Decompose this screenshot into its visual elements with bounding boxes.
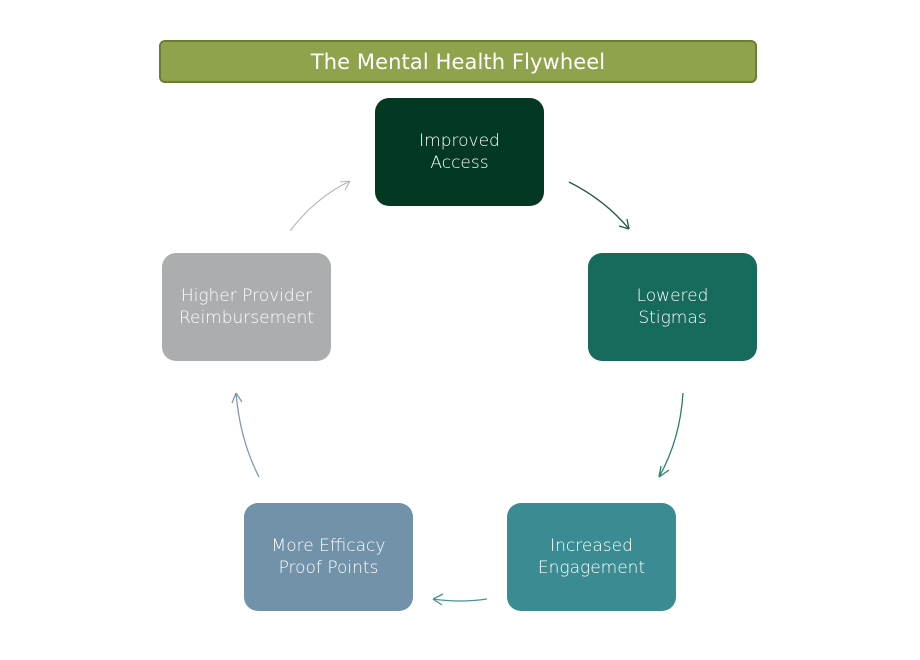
arrow-reimbursement-to-access xyxy=(289,180,351,232)
node-higher-provider-reimbursement: Higher Provider Reimbursement xyxy=(162,253,331,361)
node-label: Improved Access xyxy=(419,131,500,173)
arrow-access-to-stigmas xyxy=(568,181,630,230)
node-increased-engagement: Increased Engagement xyxy=(507,503,676,611)
arrow-engagement-to-efficacy xyxy=(432,593,488,606)
diagram-title: The Mental Health Flywheel xyxy=(159,40,757,83)
arrow-efficacy-to-reimbursement xyxy=(231,392,260,478)
node-label: Lowered Stigmas xyxy=(636,286,709,328)
node-lowered-stigmas: Lowered Stigmas xyxy=(588,253,757,361)
arrow-stigmas-to-engagement xyxy=(658,392,684,478)
node-label: Higher Provider Reimbursement xyxy=(178,286,315,328)
node-improved-access: Improved Access xyxy=(375,98,544,206)
node-more-efficacy-proof-points: More Efficacy Proof Points xyxy=(244,503,413,611)
node-label: Increased Engagement xyxy=(537,536,646,578)
node-label: More Efficacy Proof Points xyxy=(271,536,386,578)
